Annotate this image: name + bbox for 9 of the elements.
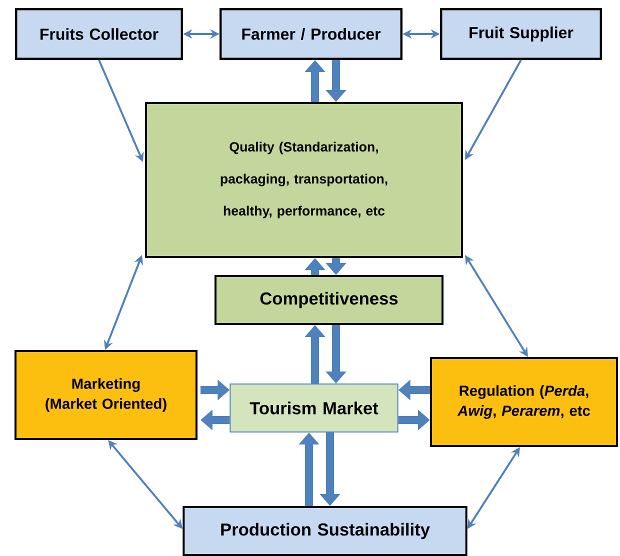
factor-box: Competitiveness	[214, 275, 444, 325]
actor-box: Farmer / Producer	[220, 8, 403, 60]
outcome-box: Production Sustainability	[182, 506, 468, 556]
actor-box: Fruits Collector	[15, 8, 183, 60]
quality-box: Quality (Standarization, packaging, transportation, healthy, performance, etc	[145, 102, 463, 258]
actor-box: Fruit Supplier	[440, 8, 602, 60]
factor-box: Marketing (Market Oriented)	[14, 350, 198, 440]
market-box: Tourism Market	[230, 384, 398, 432]
factor-box: Regulation (Perda, Awig, Perarem, etc	[430, 357, 618, 447]
